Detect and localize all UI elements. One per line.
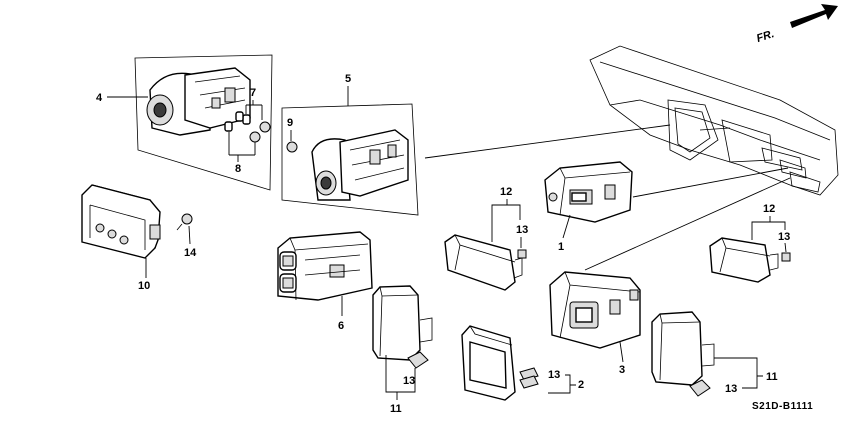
clip-13-upper-right — [781, 252, 791, 262]
diagram-code: S21D-B1111 — [752, 401, 813, 412]
callout-14: 14 — [184, 247, 197, 259]
part-5-assembly: 5 9 — [281, 73, 419, 216]
callout-13-upper-right: 13 — [778, 231, 790, 243]
part-4-assembly: 4 7 8 — [96, 54, 273, 191]
callout-11-left: 11 — [390, 403, 402, 415]
callout-5: 5 — [345, 73, 351, 85]
screw-14 — [176, 213, 193, 231]
callout-9: 9 — [287, 117, 293, 129]
clip-13-bezel — [519, 367, 539, 389]
clip-13-upper-left — [517, 249, 527, 259]
callout-10: 10 — [138, 280, 150, 292]
callout-3: 3 — [619, 364, 625, 376]
part-3-switch: 3 — [549, 271, 641, 376]
callout-8: 8 — [235, 163, 241, 175]
part-11-blank-cover-right: 13 11 — [651, 311, 778, 397]
clip-13-lower-right — [689, 379, 711, 397]
clip-13-left — [407, 351, 429, 369]
callout-13-upper-left: 13 — [516, 224, 528, 236]
callout-7: 7 — [250, 87, 256, 99]
callout-13-left: 13 — [403, 375, 415, 387]
part-1-switch: 1 — [544, 161, 633, 253]
callout-1: 1 — [558, 241, 564, 253]
callout-12-left: 12 — [500, 186, 512, 198]
front-arrow-label: FR. — [755, 28, 776, 45]
part-12-cover-right: 12 13 — [709, 203, 791, 283]
part-6-switch: 6 — [277, 231, 373, 332]
callout-4: 4 — [96, 92, 103, 104]
part-2-bezel: 13 2 — [461, 325, 584, 401]
callout-6: 6 — [338, 320, 344, 332]
callout-12-right: 12 — [763, 203, 775, 215]
callout-11-right: 11 — [766, 371, 778, 383]
front-direction-arrow: FR. — [755, 4, 838, 45]
part-11-blank-cover-left: 13 11 — [372, 285, 433, 415]
leader-lines — [424, 124, 791, 271]
callout-13-bezel: 13 — [548, 369, 560, 381]
dashboard-illustration — [589, 45, 839, 196]
part-10-switch: 10 14 — [81, 184, 197, 292]
part-12-cover-left: 12 13 — [444, 186, 528, 291]
callout-13-lower-right: 13 — [725, 383, 737, 395]
callout-2: 2 — [578, 379, 584, 391]
